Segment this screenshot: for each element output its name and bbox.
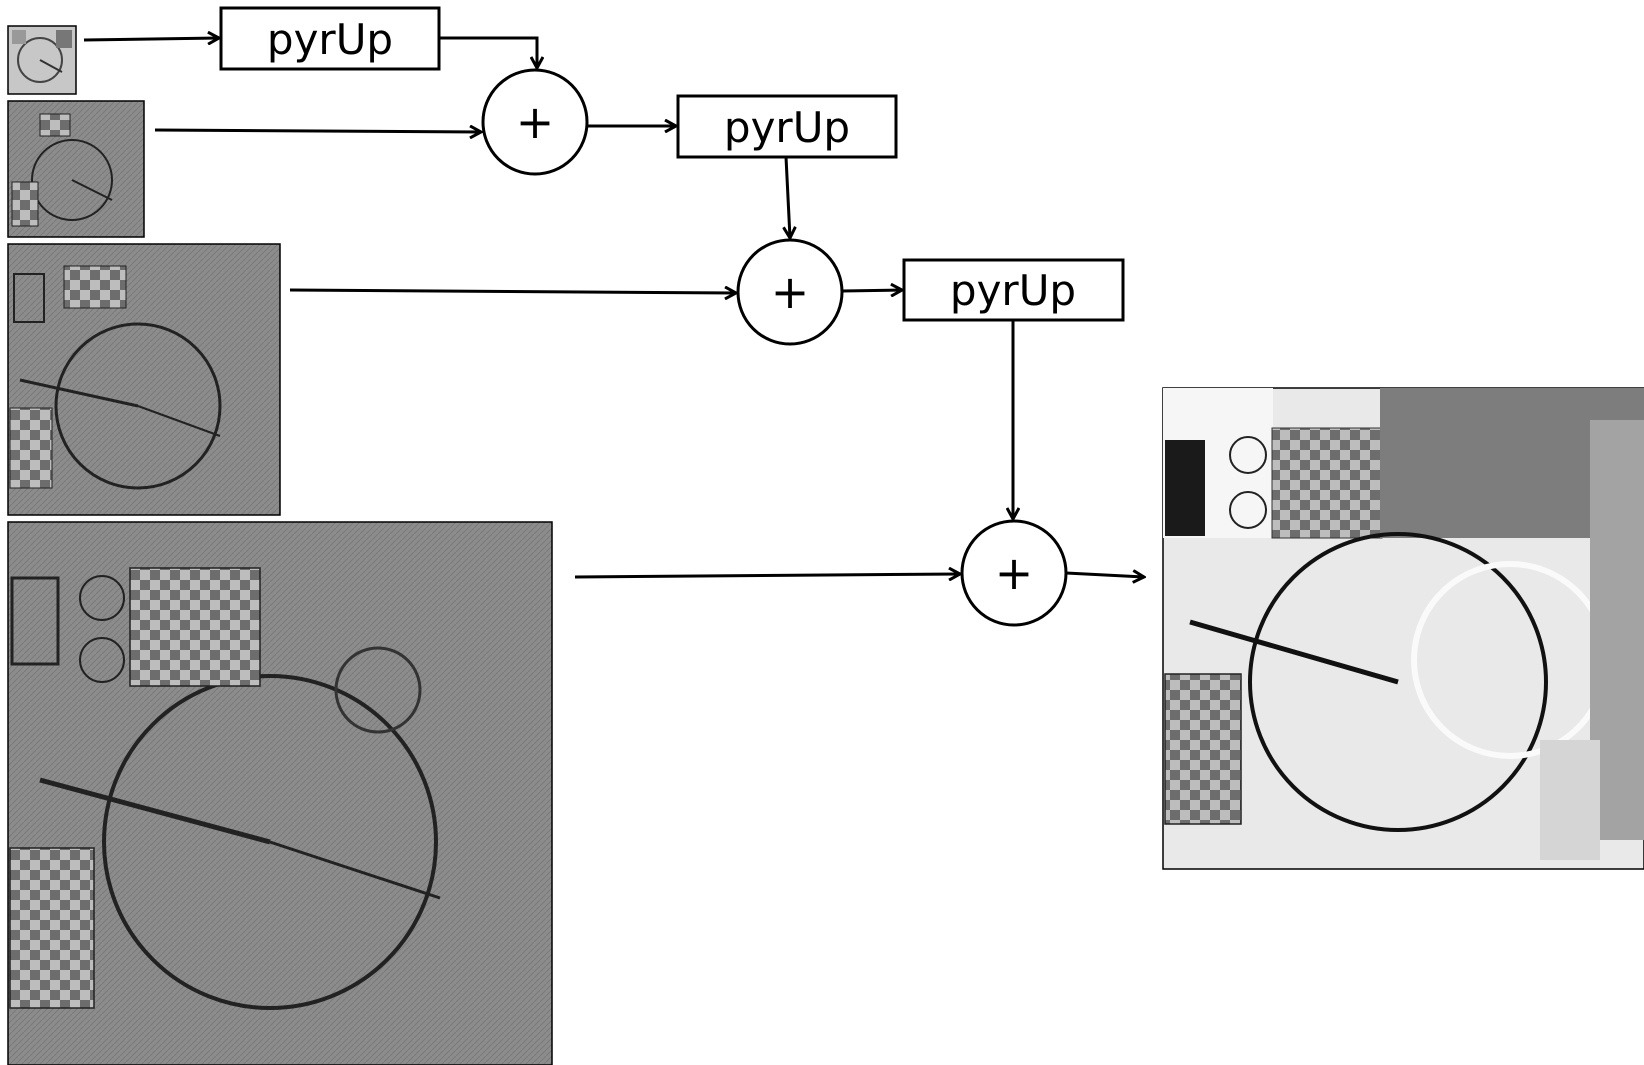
pyrup-label: pyrUp [950, 266, 1076, 315]
arrow [83, 38, 219, 40]
plus-label: + [516, 95, 555, 149]
sum-node-3: + [960, 519, 1068, 627]
pyrup-box-1: pyrUp [219, 6, 441, 71]
connector-arrows [83, 36, 1144, 577]
arrow [439, 36, 537, 68]
laplacian-level-image [7, 521, 553, 1065]
arrow [1065, 573, 1144, 577]
pyrup-box-2: pyrUp [676, 94, 898, 159]
arrow [154, 130, 481, 132]
plus-label: + [995, 546, 1034, 600]
pyrup-label: pyrUp [724, 103, 850, 152]
arrow [786, 156, 790, 238]
arrow [574, 574, 960, 577]
plus-label: + [771, 265, 810, 319]
sum-node-1: + [481, 68, 589, 176]
laplacian-level-image [7, 243, 281, 516]
arrow [289, 290, 736, 293]
pyrup-label: pyrUp [267, 15, 393, 64]
arrow [841, 290, 902, 291]
reconstructed-image [1162, 387, 1644, 870]
smallest-level-image [7, 25, 77, 95]
laplacian-level-image [7, 100, 145, 238]
sum-node-2: + [736, 238, 844, 346]
pyrup-box-3: pyrUp [902, 258, 1125, 322]
